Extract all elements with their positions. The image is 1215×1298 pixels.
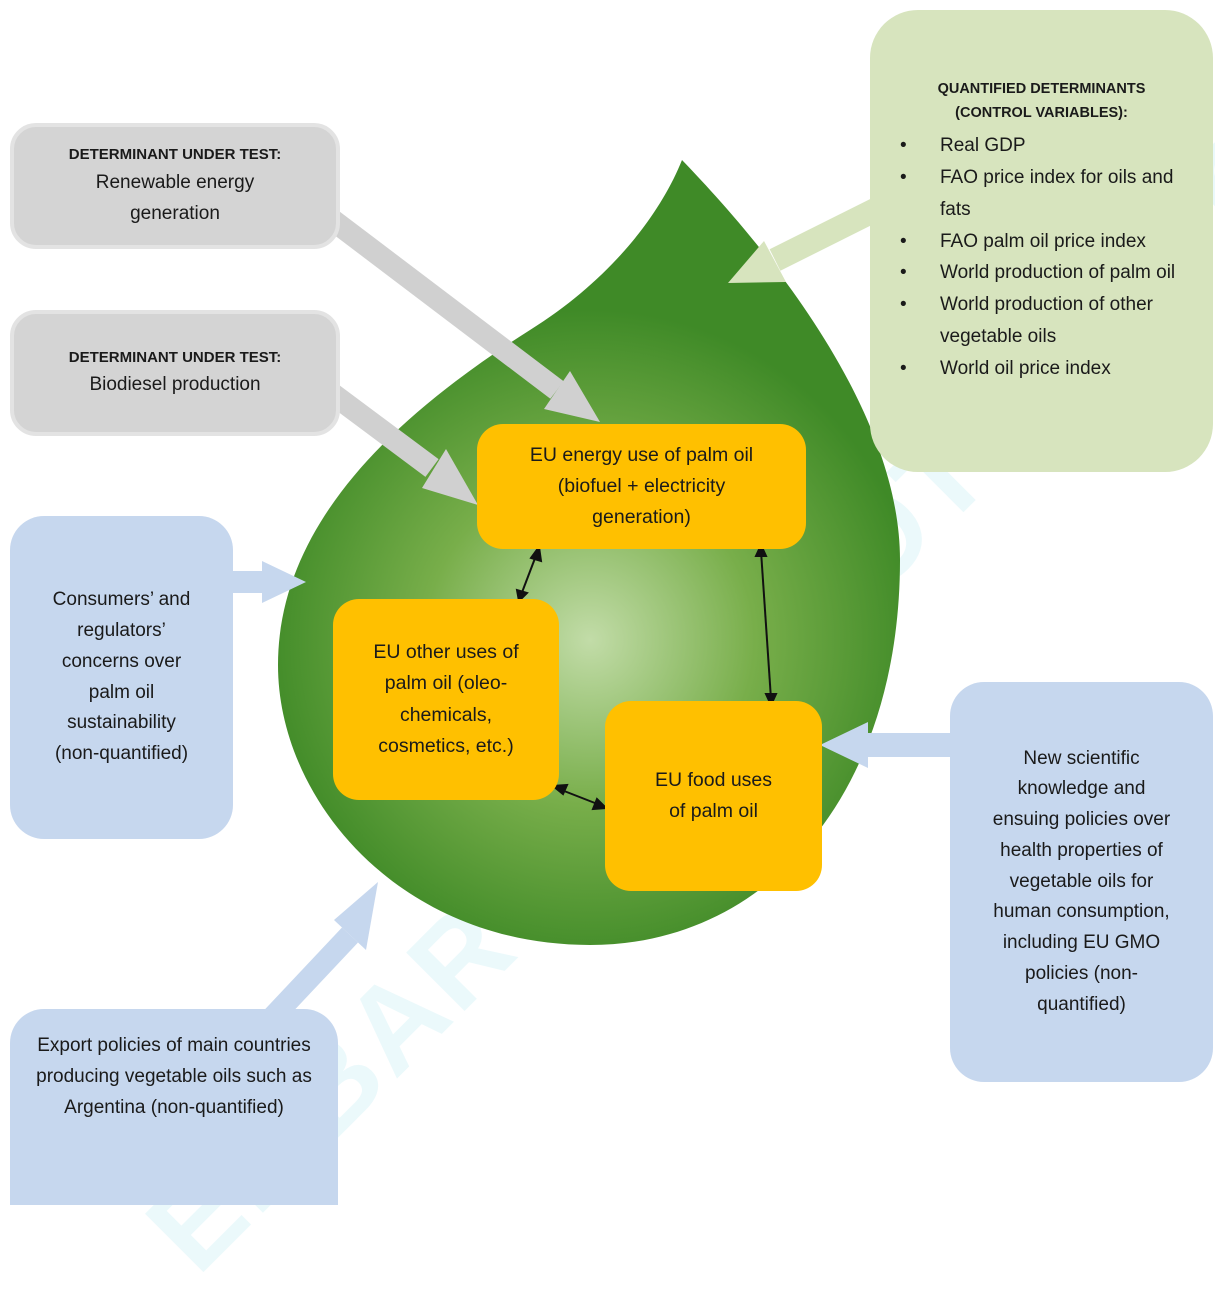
determinant-text: Renewable energy generation [95, 171, 255, 224]
eu-other-uses-box: EU other uses of palm oil (oleo-chemical… [333, 599, 559, 800]
quantified-determinants-box: QUANTIFIED DETERMINANTS (CONTROL VARIABL… [870, 10, 1213, 472]
arrow-renewable [315, 203, 600, 422]
eu-food-uses-box: EU food uses of palm oil [605, 701, 822, 891]
scientific-knowledge-box: New scientific knowledge and ensuing pol… [950, 682, 1213, 1082]
connector-energy-other [515, 544, 543, 604]
arrow-biodiesel [323, 383, 478, 505]
control-variable-item: Real GDP [870, 130, 1213, 162]
scientific-knowledge-text: New scientific knowledge and ensuing pol… [992, 747, 1171, 1015]
consumers-concerns-box: Consumers’ and regulators’ concerns over… [10, 516, 233, 839]
eu-food-uses-text: EU food uses of palm oil [654, 768, 773, 822]
connector-other-food [550, 783, 609, 811]
arrow-scientific [820, 722, 955, 768]
consumers-concerns-text: Consumers’ and regulators’ concerns over… [52, 589, 191, 765]
export-policies-box: Export policies of main countries produc… [10, 1009, 338, 1205]
eu-other-uses-text: EU other uses of palm oil (oleo-chemical… [373, 641, 519, 757]
determinant-header: DETERMINANT UNDER TEST: [68, 348, 282, 366]
determinant-renewable-box: DETERMINANT UNDER TEST: Renewable energy… [10, 123, 340, 249]
control-variables-list: Real GDP FAO price index for oils and fa… [870, 130, 1213, 385]
control-variable-item: FAO palm oil price index [870, 226, 1213, 258]
determinant-header: DETERMINANT UNDER TEST: [68, 146, 282, 164]
control-variable-item: FAO price index for oils and fats [870, 162, 1213, 226]
arrow-consumers [232, 561, 306, 603]
eu-energy-use-text: EU energy use of palm oil (biofuel + ele… [529, 443, 754, 529]
arrow-export [261, 882, 378, 1028]
determinant-text: Biodiesel production [89, 374, 261, 396]
export-policies-text: Export policies of main countries produc… [36, 1035, 312, 1118]
quantified-header: QUANTIFIED DETERMINANTS (CONTROL VARIABL… [937, 81, 1146, 121]
control-variable-item: World production of palm oil [870, 257, 1213, 289]
determinant-biodiesel-box: DETERMINANT UNDER TEST: Biodiesel produc… [10, 310, 340, 436]
eu-energy-use-box: EU energy use of palm oil (biofuel + ele… [477, 424, 806, 549]
control-variable-item: World production of other vegetable oils [870, 289, 1213, 353]
control-variable-item: World oil price index [870, 353, 1213, 385]
connector-energy-food [754, 542, 778, 708]
